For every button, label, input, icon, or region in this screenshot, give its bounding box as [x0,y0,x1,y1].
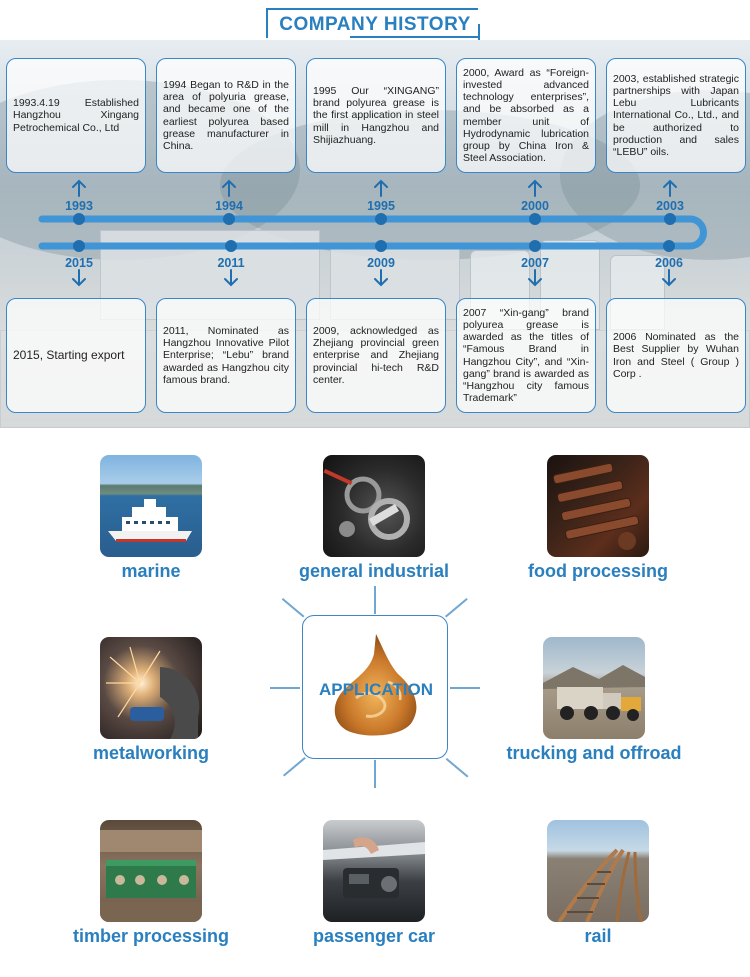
arrow-down-icon [224,269,238,287]
history-card-1995: 1995 Our “XINGANG” brand polyurea grease… [306,58,446,173]
history-card-2015: 2015, Starting export [6,298,146,413]
application-label-general-industrial: general industrial [298,561,450,581]
arrow-down-icon [528,269,542,287]
application-ray [282,598,305,618]
timeline-dot-2000 [529,213,541,225]
application-label-trucking-offroad: trucking and offroad [506,743,682,763]
application-item-food-processing: food processing [498,455,698,582]
arrow-down-icon [72,269,86,287]
year-label-2003: 2003 [656,199,684,213]
application-ray [445,598,468,618]
application-label-rail: rail [584,926,612,946]
arrow-up-icon [663,179,677,197]
arrow-up-icon [222,179,236,197]
arrow-up-icon [374,179,388,197]
arrow-up-icon [528,179,542,197]
application-label-passenger-car: passenger car [312,926,436,946]
year-label-2006: 2006 [655,256,683,270]
history-title-underline [350,36,480,38]
year-label-2011: 2011 [217,256,245,270]
application-center-box: APPLICATION [302,615,448,759]
history-title: COMPANY HISTORY [279,14,471,35]
timeline-dot-2003 [664,213,676,225]
timeline-dot-2007 [529,240,541,252]
application-ray [283,757,306,777]
arrow-up-icon [72,179,86,197]
ship-photo-icon [100,455,202,557]
application-title: APPLICATION [319,680,433,699]
application-label-timber-processing: timber processing [72,926,230,946]
application-ray [270,687,300,689]
application-ray [374,760,376,788]
grease-icon [334,634,417,736]
year-label-2007: 2007 [521,256,549,270]
application-item-marine: marine [51,455,251,582]
history-card-2007: 2007 “Xin-gang” brand polyurea grease is… [456,298,596,413]
year-label-2000: 2000 [521,199,549,213]
history-card-2000: 2000, Award as “Foreign-invested advance… [456,58,596,173]
timeline-dot-1995 [375,213,387,225]
application-label-marine: marine [121,561,181,581]
timber-machine-photo-icon [100,820,202,922]
history-card-1994: 1994 Began to R&D in the area of polyuri… [156,58,296,173]
application-item-rail: rail [498,820,698,947]
arrow-down-icon [374,269,388,287]
grinding-sparks-photo-icon [100,637,202,739]
timeline-track [38,179,707,287]
application-ray [446,758,469,778]
timeline-dot-1993 [73,213,85,225]
year-label-1993: 1993 [65,199,93,213]
year-label-1994: 1994 [215,199,243,213]
history-card-1993: 1993.4.19 Established Hangzhou Xingang P… [6,58,146,173]
arrow-down-icon [662,269,676,287]
year-label-1995: 1995 [367,199,395,213]
application-item-trucking-offroad: trucking and offroad [494,637,694,764]
timeline-dot-2009 [375,240,387,252]
year-label-2009: 2009 [367,256,395,270]
application-ray [374,586,376,614]
timeline-dot-2015 [73,240,85,252]
history-card-2003: 2003, established strategic partnerships… [606,58,746,173]
application-item-metalworking: metalworking [51,637,251,764]
application-label-food-processing: food processing [527,561,668,581]
timeline-dot-2006 [663,240,675,252]
machinery-photo-icon [323,455,425,557]
application-label-metalworking: metalworking [92,743,210,763]
timeline-dot-2011 [225,240,237,252]
application-item-timber-processing: timber processing [51,820,251,947]
application-item-general-industrial: general industrial [274,455,474,582]
year-label-2015: 2015 [65,256,93,270]
history-card-2009: 2009, acknowledged as Zhejiang provincia… [306,298,446,413]
conveyor-photo-icon [547,455,649,557]
history-card-2011: 2011, Nominated as Hangzhou Innovative P… [156,298,296,413]
history-title-frame [266,8,480,40]
application-item-passenger-car: passenger car [274,820,474,947]
timeline-dot-1994 [223,213,235,225]
history-card-2006: 2006 Nominated as the Best Supplier by W… [606,298,746,413]
application-ray [450,687,480,689]
rail-tracks-photo-icon [547,820,649,922]
dump-truck-photo-icon [543,637,645,739]
car-engine-photo-icon [323,820,425,922]
